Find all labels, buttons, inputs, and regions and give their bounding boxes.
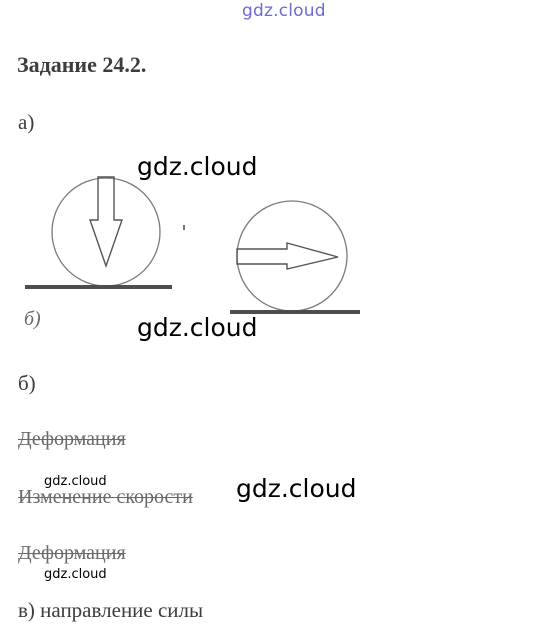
- watermark-top: gdz.cloud: [242, 1, 326, 21]
- watermark-figure-upper: gdz.cloud: [137, 152, 258, 181]
- part-a-label: а): [18, 110, 35, 134]
- figure-label: б): [24, 308, 41, 330]
- watermark-answer-big: gdz.cloud: [236, 474, 357, 503]
- stray-mark: [183, 225, 185, 230]
- answer-deformation-2: Деформация: [18, 542, 126, 564]
- watermark-small-1: gdz.cloud: [44, 474, 107, 489]
- part-b-label: б): [18, 371, 36, 395]
- task-title: Задание 24.2.: [17, 52, 147, 77]
- answer-deformation-1: Деформация: [18, 428, 126, 450]
- ball-left: [51, 177, 161, 287]
- ball-right: [236, 200, 348, 312]
- watermark-figure-lower: gdz.cloud: [137, 313, 258, 342]
- answer-speed-change: Изменение скорости: [18, 486, 193, 508]
- arrow-right-icon: [236, 242, 339, 270]
- part-c-text: в) направление силы: [18, 598, 204, 622]
- arrow-down-icon: [89, 176, 123, 269]
- watermark-small-2: gdz.cloud: [44, 567, 107, 582]
